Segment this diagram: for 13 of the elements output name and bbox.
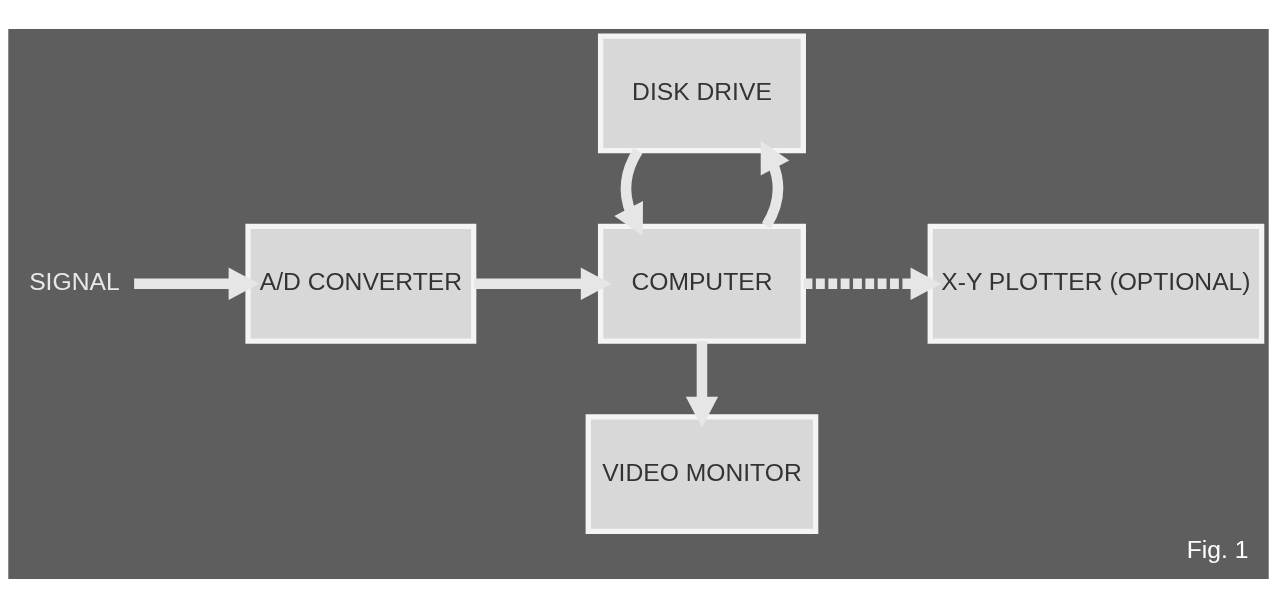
node-box: A/D CONVERTER [245, 223, 477, 344]
arrow [685, 341, 719, 428]
node-box: VIDEO MONITOR [585, 414, 819, 535]
node-text: SIGNAL [29, 268, 120, 296]
arrow [760, 140, 790, 229]
node-box: COMPUTER [597, 223, 806, 344]
node-box: X-Y PLOTTER (OPTIONAL) [927, 223, 1265, 344]
arrow [803, 267, 942, 300]
arrow [474, 267, 612, 300]
arrow [134, 267, 260, 300]
caption: Fig. 1 [1186, 536, 1249, 564]
arrow [614, 148, 643, 236]
node-box: DISK DRIVE [597, 33, 806, 154]
